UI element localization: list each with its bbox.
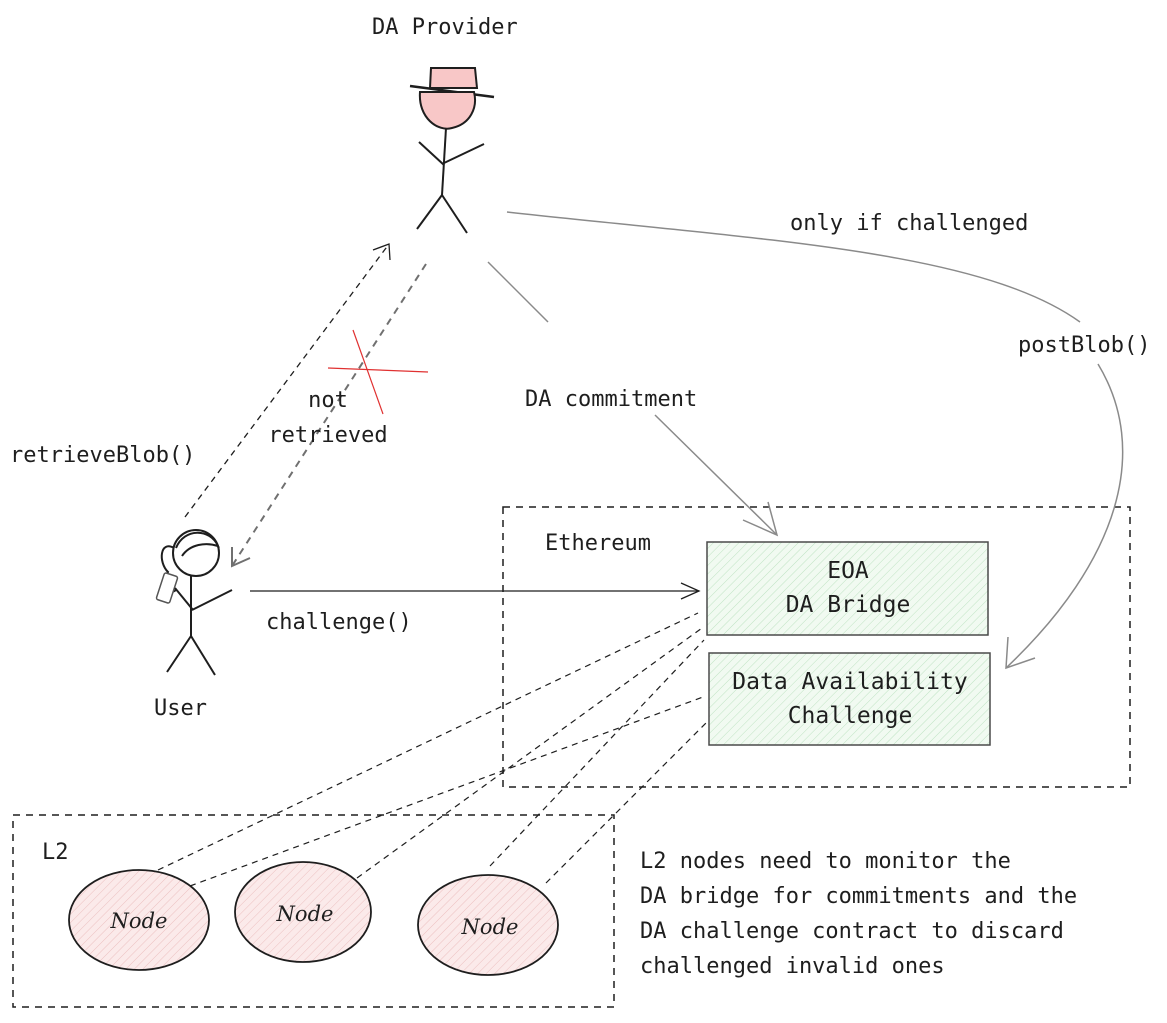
challenge-label: challenge() (266, 610, 412, 635)
da-challenge-line1: Data Availability (732, 669, 967, 695)
retrieve-blob-arrow (184, 243, 391, 518)
da-provider-label: DA Provider (372, 15, 518, 40)
red-cross-icon (327, 329, 429, 415)
node-1-label: Node (110, 909, 168, 933)
retrieve-blob-label: retrieveBlob() (10, 443, 195, 468)
note-line-4: challenged invalid ones (640, 954, 945, 979)
node3-to-challenge-line (545, 722, 707, 884)
l2-node-1: Node (68, 869, 210, 971)
user-actor: User (154, 529, 233, 721)
da-provider-actor: DA Provider (372, 15, 518, 234)
node-2-label: Node (276, 902, 334, 926)
node3-to-bridge-line (489, 639, 705, 867)
l2-node-3: Node (417, 874, 559, 976)
note-line-1: L2 nodes need to monitor the (640, 849, 1011, 874)
only-if-challenged-label: only if challenged (790, 211, 1028, 236)
eoa-label: EOA (827, 558, 869, 584)
l2-note: L2 nodes need to monitor the DA bridge f… (640, 849, 1077, 979)
challenge-arrow (250, 582, 701, 600)
not-label: not (308, 388, 348, 413)
node1-to-challenge-line (189, 696, 704, 887)
l2-label: L2 (42, 840, 69, 865)
l2-container: L2 (12, 814, 615, 1008)
phone-icon (155, 572, 179, 604)
da-challenge-box: Data Availability Challenge (708, 652, 991, 746)
ethereum-label: Ethereum (545, 531, 651, 556)
node-3-label: Node (461, 915, 519, 939)
user-label: User (154, 696, 207, 721)
da-bridge-label: DA Bridge (786, 592, 911, 618)
da-commitment-arrow (487, 261, 779, 537)
l2-node-2: Node (234, 861, 372, 963)
node2-to-bridge-line (356, 627, 703, 879)
da-commitment-label: DA commitment (525, 387, 697, 412)
post-blob-arrow (506, 211, 1124, 670)
not-retrieved-arrow (231, 263, 427, 568)
note-line-3: DA challenge contract to discard (640, 919, 1064, 944)
eoa-da-bridge-box: EOA DA Bridge (706, 541, 989, 636)
note-line-2: DA bridge for commitments and the (640, 884, 1077, 909)
da-challenge-line2: Challenge (788, 703, 913, 729)
node1-to-bridge-line (157, 612, 699, 871)
post-blob-label: postBlob() (1018, 333, 1150, 358)
retrieved-label: retrieved (268, 423, 387, 448)
node-monitor-lines (157, 612, 707, 887)
ethereum-container: Ethereum (502, 506, 1131, 788)
